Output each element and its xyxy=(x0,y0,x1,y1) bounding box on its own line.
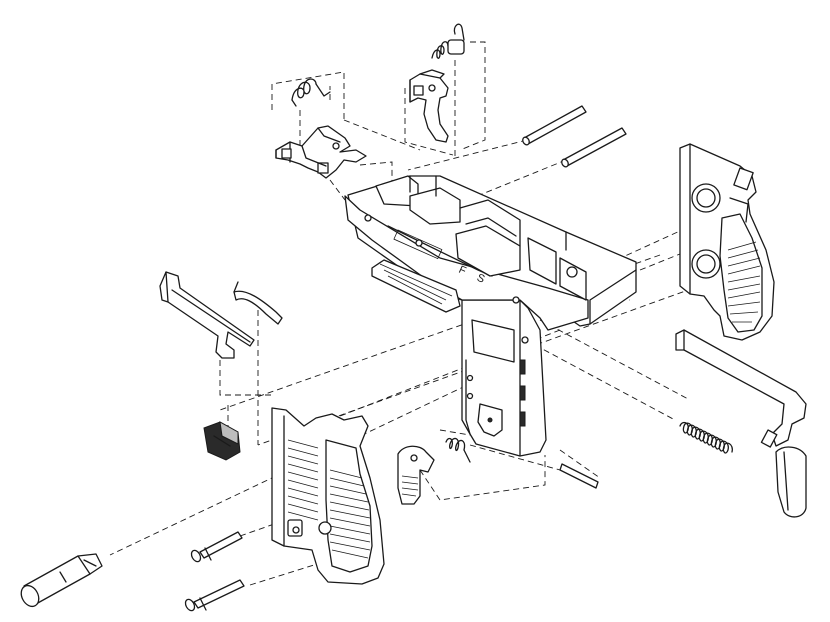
grip-panel-right xyxy=(679,143,775,341)
screw-upper xyxy=(190,531,243,563)
leaf-spring xyxy=(233,281,283,325)
sear-block xyxy=(275,125,367,179)
pin-long xyxy=(522,105,587,146)
screw-lower xyxy=(184,579,245,612)
hammer-spring xyxy=(291,78,331,107)
pin-bottom xyxy=(559,463,599,489)
small-spring xyxy=(445,437,471,463)
trigger-assembly xyxy=(409,23,465,143)
recoil-spring xyxy=(679,421,733,454)
plunger-sleeve xyxy=(20,553,103,608)
detent-block xyxy=(203,421,241,461)
grip-panel-left xyxy=(271,407,385,585)
lower-receiver-frame: F S xyxy=(344,175,637,457)
magazine-release xyxy=(675,329,807,518)
pin-short xyxy=(561,127,627,168)
bolt-stop-lever xyxy=(159,271,255,359)
safety-lever xyxy=(397,445,435,505)
